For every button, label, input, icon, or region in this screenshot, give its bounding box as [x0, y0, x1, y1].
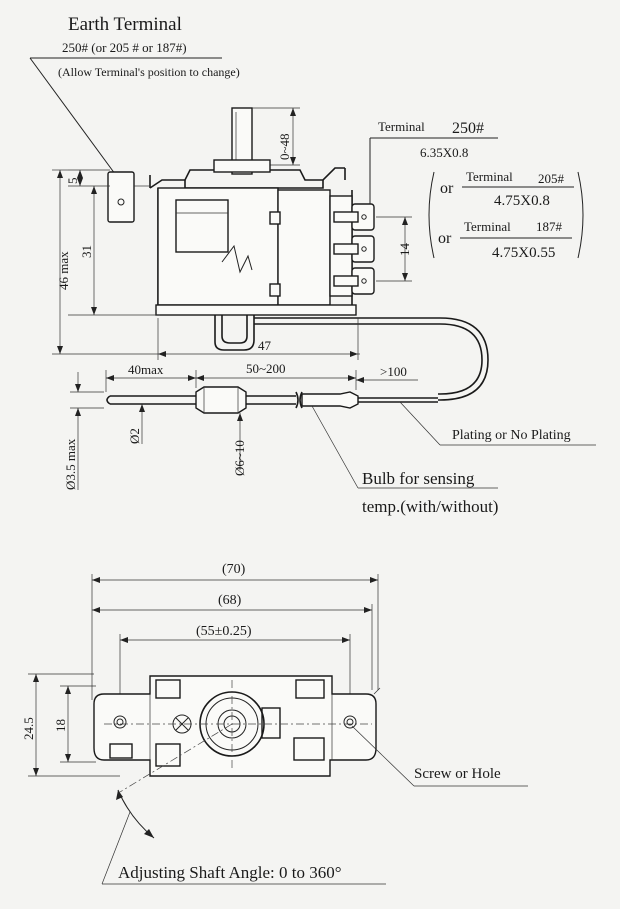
dim-max-dia: Ø3.5 max — [63, 438, 78, 490]
terminal-alt2-dims: 4.75X0.55 — [492, 245, 555, 261]
label-screw: Screw or Hole — [414, 766, 501, 782]
terminal-alt1-size: 205# — [538, 171, 565, 186]
earth-terminal-callout: Earth Terminal 250# (or 205 # or 187#) (… — [29, 14, 240, 179]
earth-terminal-spec: 250# (or 205 # or 187#) — [62, 40, 187, 55]
label-bulb-line1: Bulb for sensing — [362, 469, 475, 488]
label-bulb-line2: temp.(with/without) — [362, 497, 498, 516]
side-view-dimensions: 5 31 46 max 14 47 — [52, 169, 412, 360]
terminal-alt1-label: Terminal — [466, 169, 513, 184]
terminal-alt2-or: or — [438, 230, 452, 247]
dim-shaft: 0~48 — [277, 133, 292, 160]
dim-cap-dia: Ø2 — [127, 428, 142, 444]
label-angle: Adjusting Shaft Angle: 0 to 360° — [118, 863, 342, 882]
terminal-alt2-label: Terminal — [464, 219, 511, 234]
screw-callout: Screw or Hole — [351, 725, 528, 787]
bulb-assembly — [106, 386, 438, 414]
dim-bulb-dia: Ø6~10 — [232, 440, 247, 476]
dim-bulb-len-max: 40max — [128, 362, 164, 377]
label-plating: Plating or No Plating — [452, 428, 571, 443]
dim-body: (68) — [218, 593, 242, 608]
dim-holes: (55±0.25) — [196, 624, 252, 639]
bulb-dimensions: 40max 50~200 >100 Ø3.5 max Ø2 Ø6~10 — [63, 361, 418, 490]
terminal-main-label: Terminal — [378, 119, 425, 134]
dim-capillary-min: >100 — [380, 364, 407, 379]
angle-indicator: Adjusting Shaft Angle: 0 to 360° — [101, 789, 386, 885]
side-view: 0~48 — [107, 107, 489, 401]
earth-terminal-note: (Allow Terminal's position to change) — [58, 65, 240, 79]
terminal-alt1-dims: 4.75X0.8 — [494, 193, 550, 209]
dim-overall: (70) — [222, 562, 246, 577]
bottom-dimensions: (70) (68) (55±0.25) 24.5 18 — [21, 562, 379, 777]
dim-top-offset: 5 — [65, 178, 80, 185]
earth-terminal-title: Earth Terminal — [68, 14, 182, 35]
dim-height-inner-bottom: 18 — [53, 719, 68, 732]
terminal-alt2-size: 187# — [536, 219, 563, 234]
dim-height-inner: 31 — [79, 245, 94, 258]
dim-height-outer: 24.5 — [21, 717, 36, 740]
screw-hole-right — [343, 715, 357, 729]
terminal-main-size: 250# — [452, 120, 484, 137]
dim-bulb-len: 50~200 — [246, 361, 286, 376]
dim-height-max: 46 max — [56, 251, 71, 290]
terminal-alt1-or: or — [440, 180, 454, 197]
bulb-callouts: Plating or No Plating Bulb for sensing t… — [311, 401, 596, 516]
bottom-view — [93, 675, 381, 793]
dim-width: 47 — [258, 338, 272, 353]
terminal-main-dims: 6.35X0.8 — [420, 145, 468, 160]
terminal-spec-callout: Terminal 250# 6.35X0.8 or Terminal 205# … — [369, 119, 584, 261]
dim-terminal-pitch: 14 — [397, 243, 412, 257]
